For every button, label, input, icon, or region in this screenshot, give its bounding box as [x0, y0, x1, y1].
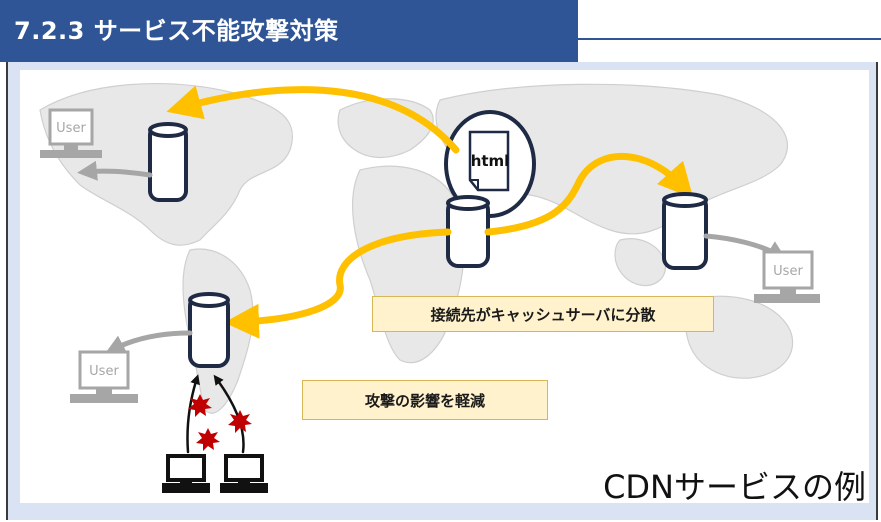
- attack-burst-icons: [188, 394, 252, 451]
- attacker-pc-right: [220, 454, 268, 493]
- user-east: User: [754, 250, 820, 303]
- cache-server-west: [148, 122, 188, 202]
- arrow-to-southwest: [224, 228, 452, 339]
- user-label-east: User: [773, 264, 803, 279]
- cache-server-east: [662, 192, 708, 270]
- burst-icon-2: [228, 410, 252, 433]
- burst-icon-3: [196, 428, 220, 451]
- diagram-caption: CDNサービスの例: [603, 468, 866, 506]
- user-label-west: User: [56, 121, 86, 136]
- html-badge-label: html: [471, 152, 510, 170]
- cache-server-southwest: [188, 292, 230, 368]
- arrow-to-west: [166, 85, 460, 154]
- attacker-pc-left: [162, 454, 210, 493]
- distribution-arrows: [166, 85, 694, 339]
- user-west: User: [40, 108, 102, 158]
- arrow-to-east: [484, 153, 694, 236]
- title-rule: [578, 38, 881, 40]
- slide-title: 7.2.3 サービス不能攻撃対策: [0, 0, 578, 62]
- burst-icon-1: [188, 394, 212, 417]
- callout-distribute: 接続先がキャッシュサーバに分散: [372, 296, 714, 332]
- callout-mitigate: 攻撃の影響を軽減: [302, 380, 548, 420]
- user-label-southwest: User: [89, 364, 119, 379]
- user-southwest: User: [70, 350, 138, 403]
- origin-server: html: [444, 110, 536, 268]
